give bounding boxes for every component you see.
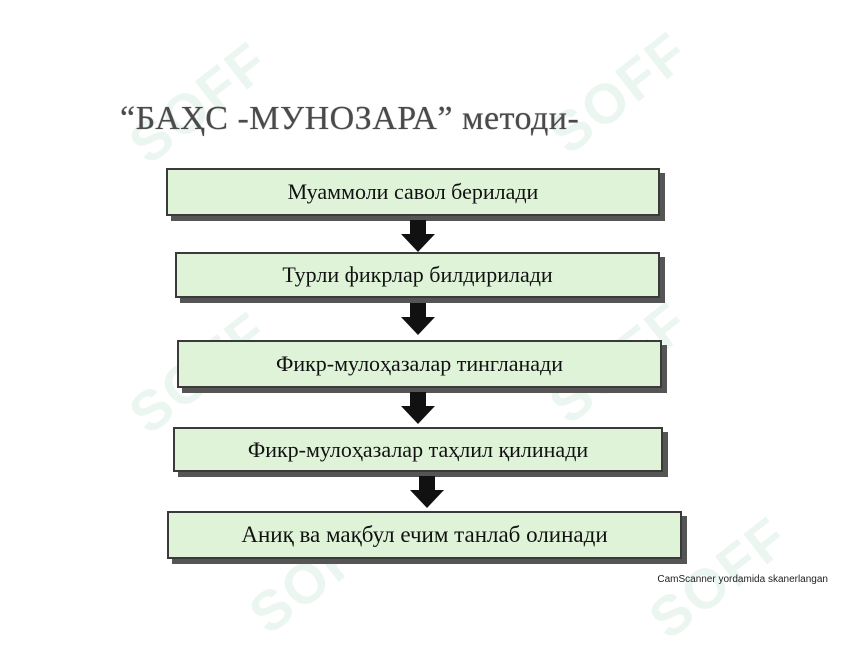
down-arrow-icon <box>401 392 435 424</box>
watermark: SOFF <box>537 19 701 166</box>
down-arrow-icon <box>410 476 444 508</box>
down-arrow-icon <box>401 303 435 335</box>
step-box-3: Фикр-мулоҳазалар тингланади <box>177 340 662 388</box>
step-box-1: Муаммоли савол берилади <box>166 168 660 216</box>
step-label: Муаммоли савол берилади <box>287 179 539 204</box>
step-label: Фикр-мулоҳазалар таҳлил қилинади <box>247 436 589 462</box>
step-box-5: Аниқ ва мақбул ечим танлаб олинади <box>167 511 682 559</box>
step-box-2: Турли фикрлар билдирилади <box>175 252 660 298</box>
step-label: Аниқ ва мақбул ечим танлаб олинади <box>241 522 608 547</box>
step-box-4: Фикр-мулоҳазалар таҳлил қилинади <box>173 427 663 472</box>
scanner-footer-text: CamScanner yordamida skanerlangan <box>657 574 828 585</box>
step-label: Турли фикрлар билдирилади <box>282 262 553 287</box>
diagram-title: “БАҲС -МУНОЗАРА” методи- <box>120 100 580 137</box>
step-label: Фикр-мулоҳазалар тингланади <box>275 351 564 376</box>
down-arrow-icon <box>401 220 435 252</box>
